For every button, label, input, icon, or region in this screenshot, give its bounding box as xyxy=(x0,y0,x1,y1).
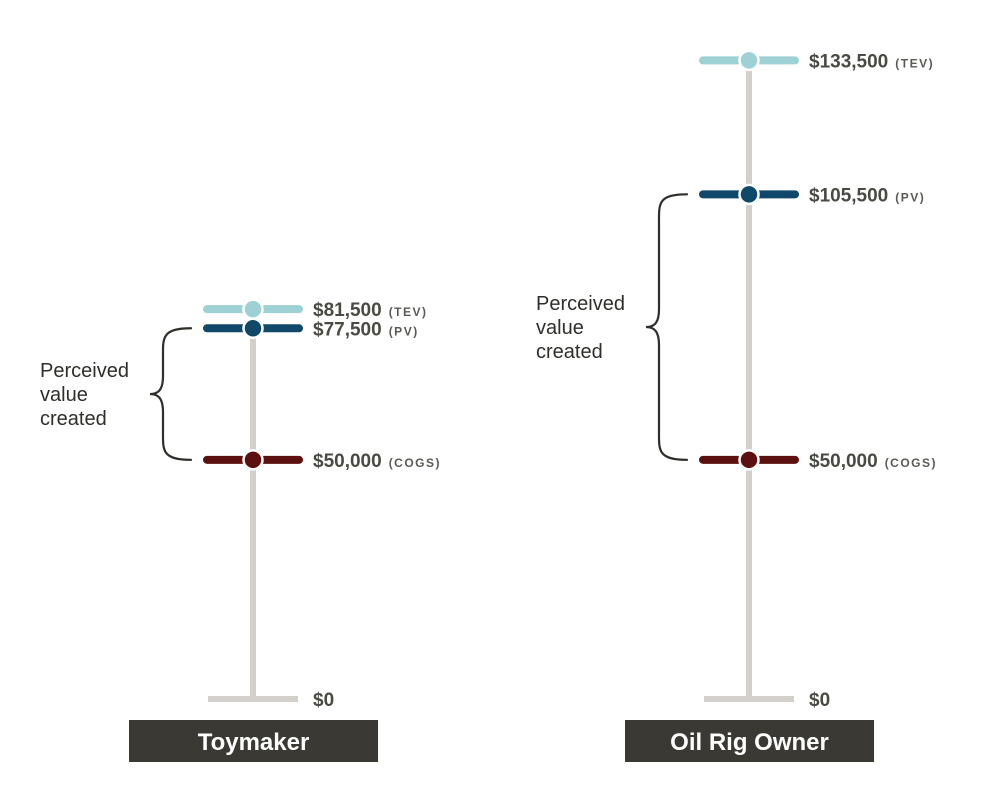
tev-marker: $81,500 (TEV) xyxy=(203,298,428,321)
column-title: Toymaker xyxy=(198,729,310,756)
cogs-tag: (COGS) xyxy=(885,456,937,470)
annotation-line: created xyxy=(40,408,107,430)
tev-dot xyxy=(242,298,264,320)
annotation-line: created xyxy=(536,341,603,363)
zero-label: $0 xyxy=(313,690,334,711)
tev-marker: $133,500 (TEV) xyxy=(699,49,934,72)
pv-value-label: $105,500 (PV) xyxy=(809,185,925,206)
tev-tag: (TEV) xyxy=(389,305,428,319)
tev-tag: (TEV) xyxy=(895,56,934,70)
annotation-line: Perceived xyxy=(40,360,129,382)
annotation-brace xyxy=(149,327,193,461)
pv-marker: $105,500 (PV) xyxy=(699,183,925,206)
zero-label: $0 xyxy=(809,690,830,711)
title-box xyxy=(625,720,874,762)
annotation-line: Perceived xyxy=(536,293,625,315)
title-box xyxy=(129,720,378,762)
column-oil-rig-owner: $0 $133,500 (TEV) $105,500 (PV) $50,000 (COGS)… xyxy=(536,49,937,762)
cogs-tag: (COGS) xyxy=(389,456,441,470)
cogs-marker: $50,000 (COGS) xyxy=(699,449,937,472)
tev-amount: $81,500 xyxy=(313,300,382,321)
tev-amount: $133,500 xyxy=(809,51,888,72)
cogs-dot xyxy=(738,449,760,471)
annotation-line: value xyxy=(536,317,584,339)
tev-value-label: $133,500 (TEV) xyxy=(809,51,934,72)
pv-value-label: $77,500 (PV) xyxy=(313,319,419,340)
cogs-marker: $50,000 (COGS) xyxy=(203,449,441,472)
column-title: Oil Rig Owner xyxy=(670,729,829,756)
cogs-value-label: $50,000 (COGS) xyxy=(809,451,937,472)
cogs-value-label: $50,000 (COGS) xyxy=(313,451,441,472)
cogs-dot xyxy=(242,449,264,471)
pv-dot xyxy=(738,183,760,206)
pv-amount: $105,500 xyxy=(809,185,888,206)
column-toymaker: $0 $81,500 (TEV) $77,500 (PV) $50,000 (COGS) Pe… xyxy=(40,298,441,762)
annotation-brace xyxy=(645,193,689,461)
tev-dot xyxy=(738,49,760,72)
pv-tag: (PV) xyxy=(389,324,419,338)
annotation-line: value xyxy=(40,384,88,406)
cogs-amount: $50,000 xyxy=(313,451,382,472)
pv-amount: $77,500 xyxy=(313,319,382,340)
cogs-amount: $50,000 xyxy=(809,451,878,472)
pv-tag: (PV) xyxy=(895,190,925,204)
pv-dot xyxy=(242,317,264,340)
tev-value-label: $81,500 (TEV) xyxy=(313,300,428,321)
pv-marker: $77,500 (PV) xyxy=(203,317,419,340)
